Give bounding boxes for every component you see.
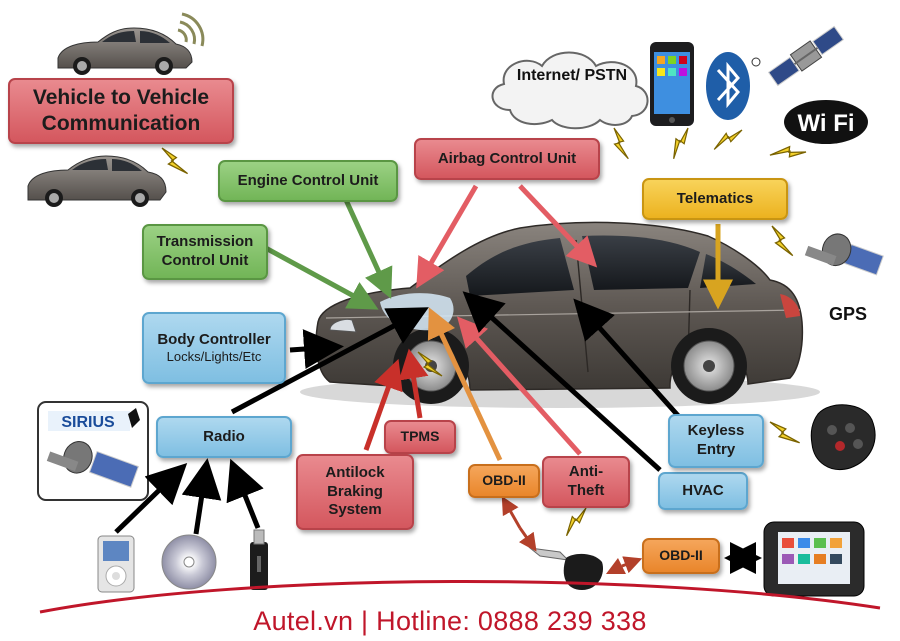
wifi-icon: Wi Fi — [784, 100, 868, 144]
key-fob-icon — [810, 404, 876, 470]
wifi-logo-text: Wi Fi — [797, 110, 854, 137]
engine-control-unit-label: Engine Control Unit — [218, 160, 398, 202]
smartphone-icon — [650, 42, 694, 126]
transmission-control-unit-label: Transmission Control Unit — [142, 224, 268, 280]
signal-waves-icon — [177, 12, 205, 47]
sirius-logo-text: SIRIUS — [61, 414, 115, 431]
airbag-label: Airbag Control Unit — [414, 138, 600, 180]
body-controller-label: Body Controller Locks/Lights/Etc — [142, 312, 286, 384]
obd-ii-left-label: OBD-II — [468, 464, 540, 498]
tpms-label: TPMS — [384, 420, 456, 454]
abs-label: Antilock Braking System — [296, 454, 414, 530]
gps-antenna-icon — [804, 233, 884, 276]
gps-label: GPS — [828, 304, 867, 324]
car-icon — [27, 155, 167, 207]
anti-theft-label: Anti- Theft — [542, 456, 630, 508]
keyless-entry-label: Keyless Entry — [668, 414, 764, 468]
footer-swoosh — [39, 580, 881, 614]
car-icon — [57, 27, 193, 75]
footer-hotline: Autel.vn | Hotline: 0888 239 338 — [253, 606, 647, 636]
body-controller-title: Body Controller — [157, 330, 271, 348]
diagnostic-scanner-icon — [763, 521, 865, 597]
usb-icon — [250, 529, 268, 590]
satellite-icon — [767, 25, 845, 87]
bluetooth-icon — [706, 52, 761, 120]
ipod-icon — [97, 535, 135, 593]
car-key-icon — [528, 547, 604, 590]
radio-label: Radio — [156, 416, 292, 458]
cd-icon — [161, 534, 217, 590]
obd-ii-right-label: OBD-II — [642, 538, 720, 574]
v2v-label: Vehicle to Vehicle Communication — [8, 78, 234, 144]
sirius-panel: SIRIUS — [37, 401, 149, 501]
telematics-label: Telematics — [642, 178, 788, 220]
body-controller-subtitle: Locks/Lights/Etc — [166, 349, 262, 365]
car-icon — [300, 221, 820, 408]
connection-arrows — [114, 184, 762, 575]
cloud-icon — [491, 51, 649, 130]
hvac-label: HVAC — [658, 472, 748, 510]
internet-pstn-label: Internet/ PSTN — [516, 67, 628, 84]
